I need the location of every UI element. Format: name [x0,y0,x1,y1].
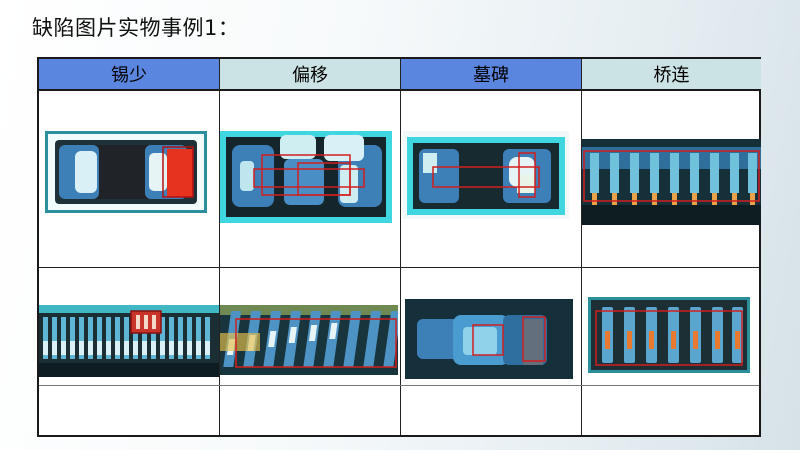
row-divider [39,267,759,268]
header-tombstone: 墓碑 [401,59,581,91]
photo-tombstone-component [405,299,573,379]
column-divider [400,59,401,435]
header-insufficient-solder: 锡少 [39,59,219,91]
header-offset: 偏移 [220,59,400,91]
page-title: 缺陷图片实物事例1： [32,16,240,40]
photo-tombstone-chip [403,131,569,219]
column-divider [581,59,582,435]
row-divider [39,385,759,386]
photo-insufficient-solder-ic [39,305,219,377]
photo-insufficient-solder-chip [45,131,207,213]
photo-offset-component [220,131,392,223]
photo-bridging-leads [582,139,761,225]
header-bridging: 桥连 [582,59,761,91]
photo-bridging-ic [588,297,750,373]
defect-table: 锡少 偏移 墓碑 桥连 [37,57,761,437]
photo-offset-leads [220,305,398,375]
column-divider [219,59,220,435]
